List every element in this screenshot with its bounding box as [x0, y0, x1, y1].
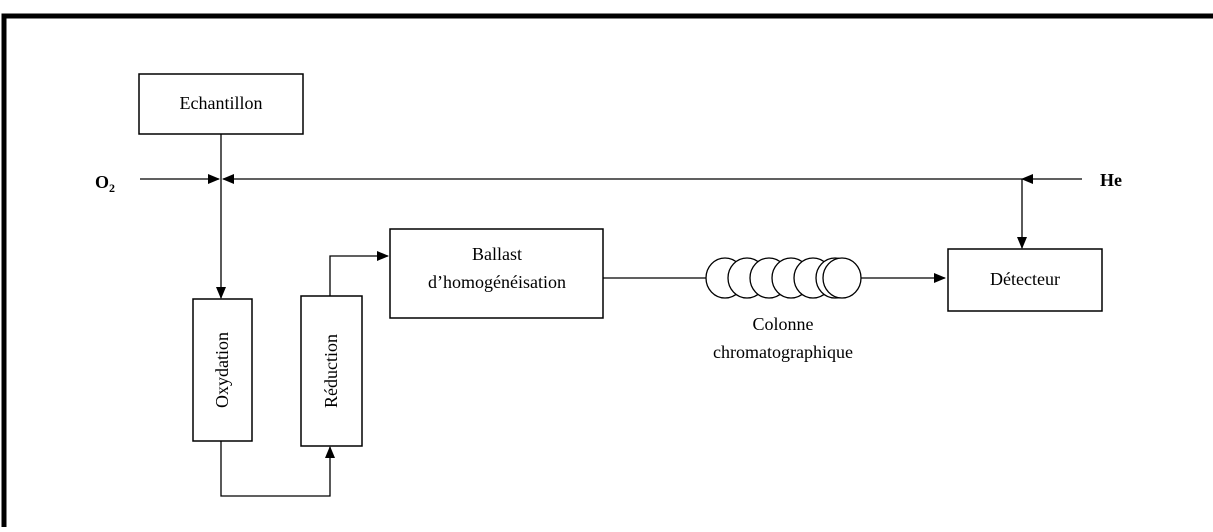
- column-label-line1: Colonne: [753, 314, 814, 334]
- reduction-box: [300, 295, 363, 447]
- reduction-to-ballast-line: [329, 251, 389, 296]
- column-label-line2: chromatographique: [713, 342, 853, 362]
- helium-label: He: [1100, 170, 1122, 190]
- column-coil-icon: [705, 257, 862, 299]
- ballast-box: [389, 228, 604, 319]
- reduction-label: Réduction: [321, 334, 341, 408]
- ballast-label-line2: d’homogénéisation: [428, 272, 566, 292]
- oxygen-label: O2: [95, 172, 115, 195]
- oxidation-to-reduction-line: [220, 441, 335, 497]
- detector-box: [947, 248, 1103, 312]
- oxidation-box: [192, 298, 253, 442]
- oxidation-label: Oxydation: [212, 332, 232, 408]
- sample-label: Echantillon: [180, 93, 263, 113]
- detector-label: Détecteur: [990, 269, 1060, 289]
- ballast-label-line1: Ballast: [472, 244, 522, 264]
- outer-border: [1, 13, 1213, 527]
